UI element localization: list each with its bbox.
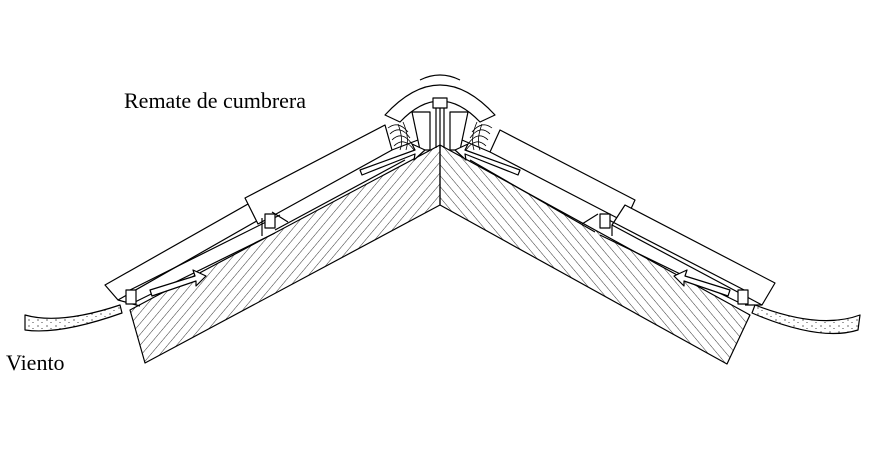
ridge-cap [384, 74, 496, 151]
wind-flow-left [24, 269, 207, 332]
roof-tiles-left [104, 124, 419, 307]
ridge-cap-label: Remate de cumbrera [124, 88, 307, 113]
ridge-airflow-arrows [359, 143, 521, 176]
wind-label: Viento [6, 350, 65, 375]
ventilation-seal-left [387, 121, 415, 151]
ventilation-seal-right [465, 121, 493, 151]
wind-flow-right [673, 269, 861, 335]
roof-tiles-right [461, 129, 776, 306]
